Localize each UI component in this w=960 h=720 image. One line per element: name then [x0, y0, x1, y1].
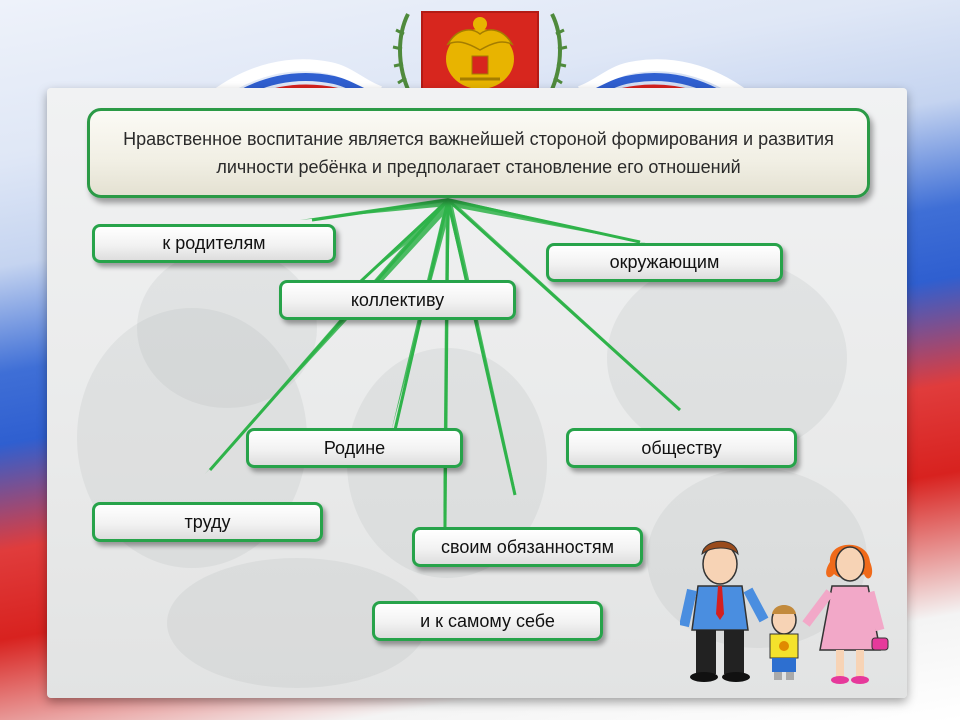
node-society: обществу [566, 428, 797, 468]
connector-society [446, 198, 682, 412]
russian-coat-of-arms-icon [392, 11, 568, 99]
family-illustration [680, 540, 889, 684]
node-others-label: окружающим [609, 252, 720, 272]
node-collective-label: коллективу [350, 289, 445, 310]
node-self-label: и к самому себе [420, 610, 555, 631]
node-parents: к родителям [92, 224, 336, 263]
node-society-label: обществу [641, 437, 722, 458]
heading-box: Нравственное воспитание является важнейш… [87, 108, 870, 198]
child-figure [769, 605, 799, 680]
node-self: и к самому себе [372, 601, 603, 641]
node-duties: своим обязанностям [412, 527, 643, 567]
node-motherland-label: Родине [323, 437, 386, 458]
heading-text: Нравственное воспитание является важнейш… [123, 129, 834, 177]
node-others: окружающим [546, 243, 783, 282]
node-duties-label: своим обязанностям [441, 536, 614, 557]
node-collective: коллективу [279, 280, 516, 320]
node-labor-label: труду [184, 511, 231, 532]
father-figure [680, 540, 769, 682]
node-labor: труду [92, 502, 323, 542]
mother-figure [802, 544, 889, 684]
node-motherland: Родине [246, 428, 463, 468]
node-parents-label: к родителям [162, 233, 266, 253]
